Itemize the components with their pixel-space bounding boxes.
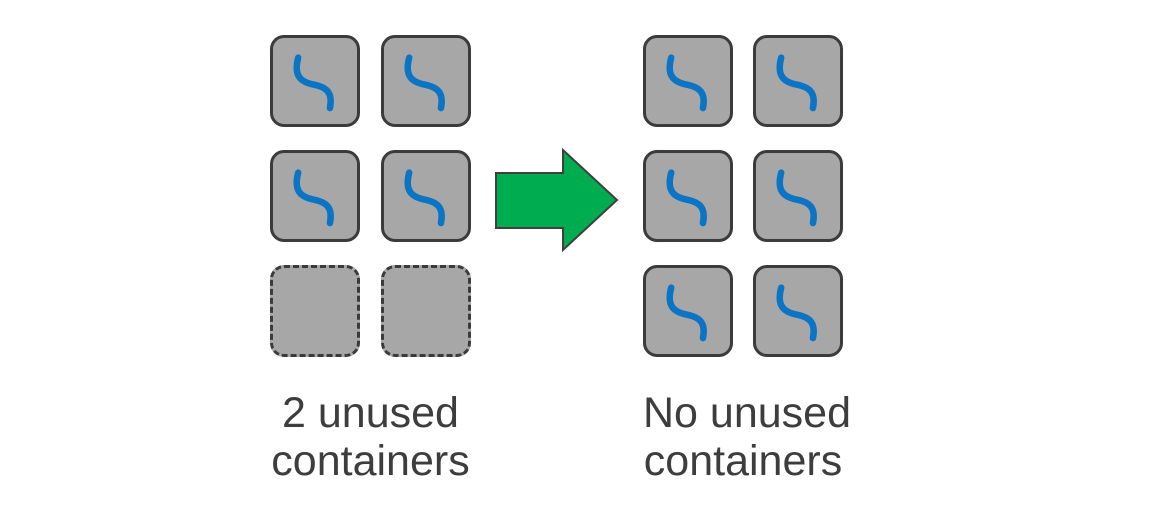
- arrow-right-icon: [495, 147, 619, 253]
- used-container: [381, 150, 471, 242]
- used-container: [753, 35, 843, 127]
- used-container: [753, 150, 843, 242]
- used-container: [643, 150, 733, 242]
- squiggle-icon: [666, 169, 707, 227]
- after-label-line2: containers: [643, 437, 843, 485]
- used-container: [643, 35, 733, 127]
- after-label-line1: No unused: [643, 389, 851, 437]
- squiggle-icon: [666, 284, 707, 342]
- used-container: [643, 265, 733, 357]
- unused-container: [270, 265, 360, 357]
- before-label: 2 unused containers: [270, 389, 471, 485]
- before-label-line2: containers: [271, 437, 470, 485]
- squiggle-icon: [404, 54, 445, 112]
- used-container: [270, 150, 360, 242]
- squiggle-icon: [776, 54, 817, 112]
- squiggle-icon: [293, 169, 334, 227]
- unused-container: [381, 265, 471, 357]
- after-label: No unused containers: [643, 389, 851, 485]
- squiggle-icon: [776, 169, 817, 227]
- squiggle-icon: [404, 169, 445, 227]
- before-label-line1: 2 unused: [282, 389, 459, 437]
- used-container: [753, 265, 843, 357]
- used-container: [270, 35, 360, 127]
- used-container: [381, 35, 471, 127]
- squiggle-icon: [293, 54, 334, 112]
- squiggle-icon: [666, 54, 707, 112]
- after-container-grid: [643, 35, 843, 357]
- before-container-grid: [270, 35, 471, 357]
- squiggle-icon: [776, 284, 817, 342]
